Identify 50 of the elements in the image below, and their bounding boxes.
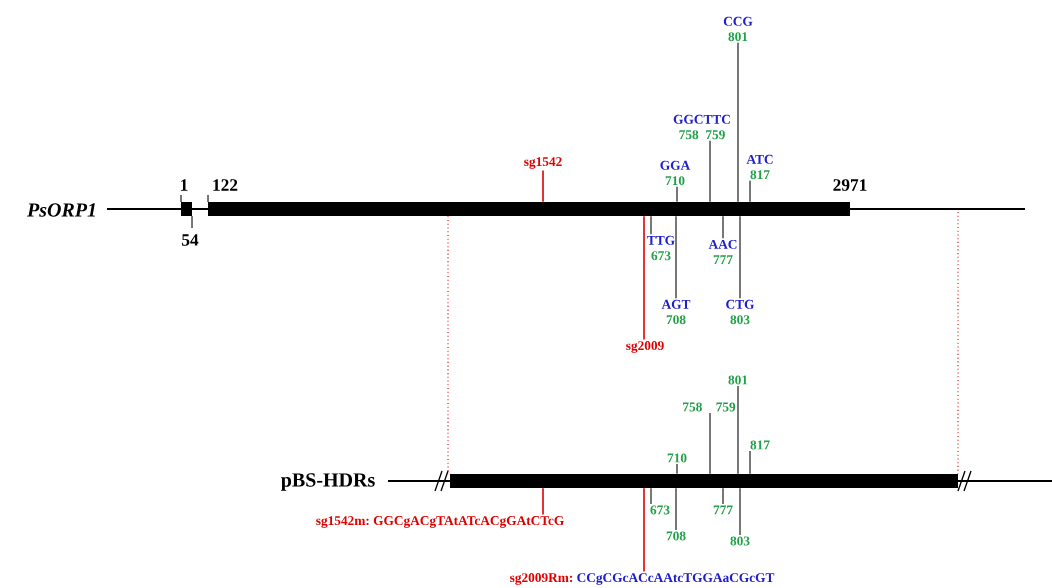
site-label: 758 759 [683,402,736,412]
guide-label: sg1542 [524,157,562,169]
leader-line [676,463,678,475]
site-label: 817 [750,440,770,450]
site-label: CCG 801 [723,16,753,42]
site-label: 673 [650,505,670,515]
site-label: AGT 708 [661,299,691,325]
leader-line [739,487,741,536]
site-label: 710 [667,453,687,463]
leader-line [749,450,751,475]
site-label: AAC 777 [708,239,737,265]
leader-line [542,169,544,203]
leader-line [749,180,751,203]
site-label: TTG 673 [647,235,675,261]
leader-line [709,140,711,203]
projection-line [447,215,449,475]
leader-line [709,412,711,475]
position-label: 1 [181,179,188,191]
projection-line [957,211,959,475]
gene-bar [208,202,850,216]
leader-line [675,487,677,531]
site-label: GGCTTC 758 759 [673,114,730,140]
leader-line [722,487,724,505]
leader-line [676,186,678,203]
leader-line [737,385,739,475]
leader-line [650,487,652,505]
position-label: 122 [213,179,238,191]
leader-line [722,215,724,239]
site-label: 801 [728,375,748,385]
position-label: 2971 [833,179,867,191]
guide-label: sg1542m: GGCgACgTAtATcACgGAtCTcG [316,516,564,528]
guide-label: sg2009 [626,341,664,353]
leader-line [650,215,652,235]
position-label: 54 [182,234,199,246]
site-label: CTG 803 [726,299,755,325]
leader-line [739,215,741,299]
leader-line [643,487,645,573]
site-label: 708 [666,531,686,541]
leader-line [643,215,645,341]
leader-line [542,487,544,516]
gene-name: PsORP1 [27,203,95,217]
site-label: GGA 710 [660,160,691,186]
site-label: 777 [713,505,733,515]
gene-bar [450,474,958,488]
site-label: ATC 817 [746,154,773,180]
guide-label: sg2009Rm: CCgCGcACcAAtcTGGAaCGcGT [510,573,775,585]
gene-name: pBS-HDRs [281,473,375,491]
leader-line [675,215,677,299]
leader-line [737,42,739,203]
site-label: 803 [730,536,750,546]
